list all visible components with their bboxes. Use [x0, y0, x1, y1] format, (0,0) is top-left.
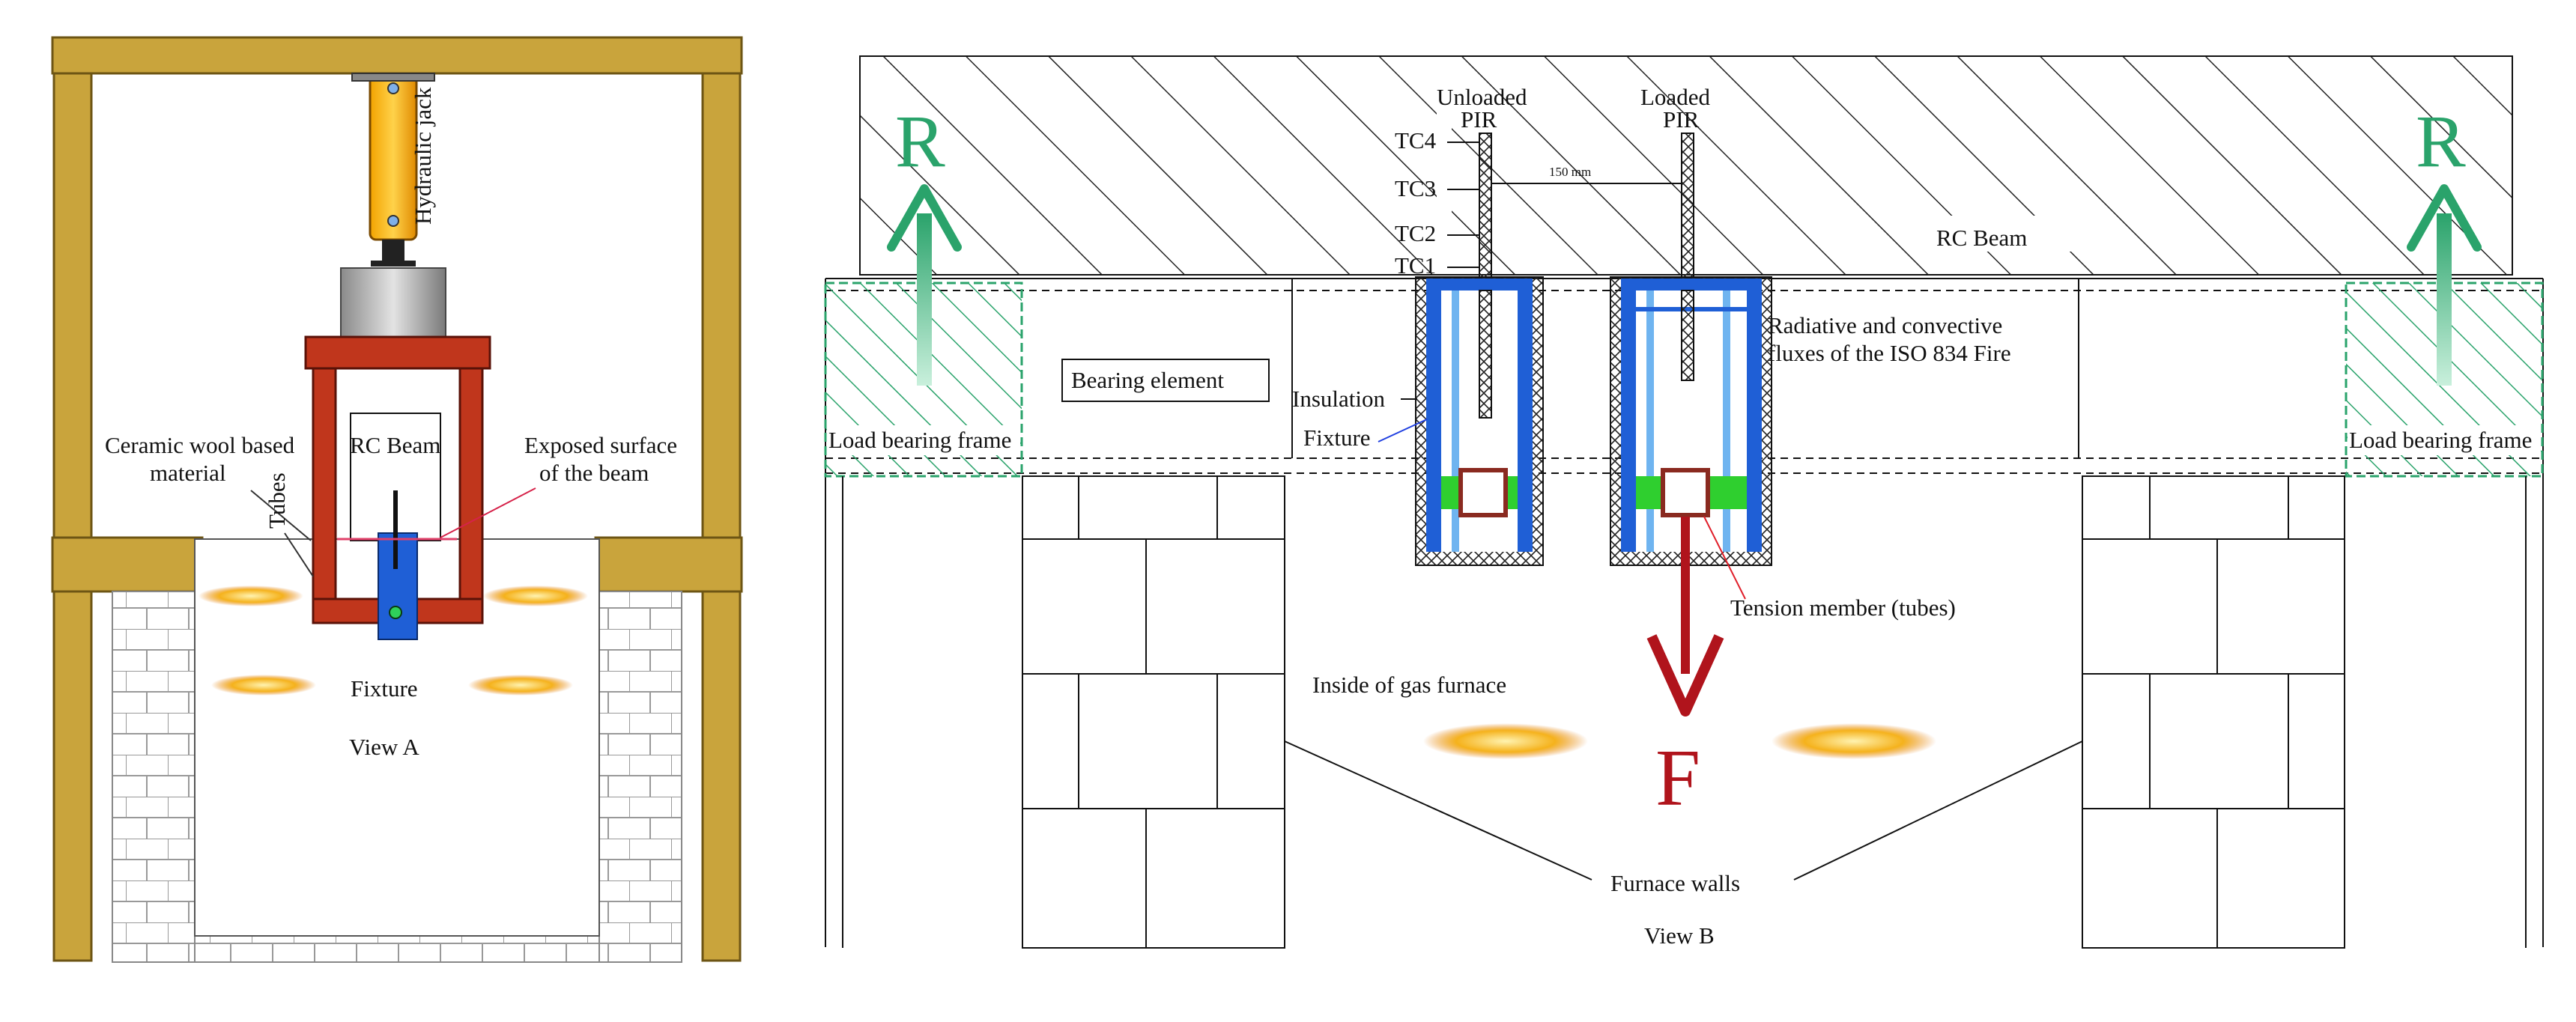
flame-a-4	[468, 675, 573, 696]
flame-b-2	[1772, 723, 1936, 759]
lbf-label-bg-right	[2348, 425, 2541, 455]
jack-top-plate	[351, 73, 435, 82]
furnace-floor-a	[194, 935, 600, 963]
view-b: RC Beam Load bearing frame Load bearing …	[824, 55, 2544, 949]
view-b-caption: View B	[1644, 922, 1715, 949]
tubes-label: Tubes	[264, 472, 290, 529]
loaded-pir-label-line2: PIR	[1663, 106, 1700, 133]
flame-a-1	[198, 585, 303, 606]
tc3-label: TC3	[1395, 175, 1436, 201]
fixture-leader-b	[1378, 419, 1428, 442]
fixture-label-a: Fixture	[351, 675, 418, 702]
loaded-pir-label-line1: Loaded	[1640, 84, 1710, 110]
load-bearing-frame-label-left: Load bearing frame	[828, 427, 1011, 453]
exposed-surface-label-line1: Exposed surface	[524, 432, 677, 458]
reaction-label-left: R	[895, 100, 945, 183]
exposed-surface-label-line2: of the beam	[539, 460, 649, 486]
frame-left-column	[52, 72, 93, 962]
tc-gap-white	[1437, 112, 1452, 270]
furnace-wall-left-b	[1022, 475, 1285, 949]
loaded-fixture	[1610, 276, 1772, 566]
jack-rod	[382, 240, 404, 261]
ceramic-wool-label-line1: Ceramic wool based	[105, 432, 295, 458]
rc-beam-label-a: RC Beam	[350, 432, 440, 458]
frame-top-beam	[51, 36, 743, 75]
furnace-wall-left-a	[112, 591, 196, 963]
fluxes-label-line1: Radiative and convective	[1768, 312, 2002, 338]
furnace-walls-label: Furnace walls	[1610, 870, 1740, 896]
ceramic-wool-leader	[250, 490, 312, 541]
hydraulic-jack-label: Hydraulic jack	[410, 87, 436, 225]
reaction-arrow-shaft-left	[917, 213, 932, 386]
ceramic-wool-label-line2: material	[150, 460, 226, 486]
flame-a-2	[483, 585, 588, 606]
exposed-surface-leader	[440, 487, 536, 538]
bearing-element-label: Bearing element	[1071, 367, 1224, 393]
tension-member-leader	[1703, 516, 1746, 600]
flame-b-1	[1423, 723, 1588, 759]
reaction-arrow-shaft-right	[2437, 213, 2452, 386]
frame-right-ledge	[594, 536, 743, 593]
rc-beam-label-bg	[1925, 216, 2075, 252]
reaction-arrow-head-right	[2407, 184, 2482, 252]
flame-a-3	[211, 675, 316, 696]
tc4-label: TC4	[1395, 127, 1437, 153]
jack-base	[371, 261, 416, 267]
lbf-label-bg-left	[827, 425, 1020, 455]
view-a: Hydraulic jack RC Beam Ceramic wool base…	[51, 36, 743, 963]
frame-left-ledge	[51, 536, 204, 593]
fixture-label-b: Fixture	[1303, 425, 1371, 451]
rc-beam-label-b: RC Beam	[1936, 225, 2027, 251]
reaction-arrow-head-left	[887, 184, 962, 252]
furnace-walls-leader-right	[1793, 740, 2083, 880]
unloaded-pir-label-line2: PIR	[1461, 106, 1497, 133]
bearing-element-box	[1061, 359, 1270, 402]
inside-furnace-label: Inside of gas furnace	[1312, 672, 1506, 698]
tension-member-label: Tension member (tubes)	[1730, 594, 1956, 621]
unloaded-fixture	[1415, 276, 1544, 566]
tubes-leader	[284, 532, 314, 577]
reaction-label-right: R	[2416, 100, 2466, 183]
tc1-label: TC1	[1395, 252, 1436, 279]
load-bearing-frame-label-right: Load bearing frame	[2349, 427, 2532, 453]
force-arrow-head	[1646, 634, 1724, 717]
insulation-label: Insulation	[1292, 386, 1385, 412]
force-label: F	[1655, 734, 1700, 823]
fluxes-label-line2: fluxes of the ISO 834 Fire	[1768, 340, 2011, 366]
unloaded-pir-label-line1: Unloaded	[1437, 84, 1527, 110]
view-a-caption: View A	[349, 734, 419, 760]
spacing-label: 150 mm	[1549, 165, 1591, 179]
jack-pin-top	[387, 82, 399, 94]
fixture-pin-a	[389, 606, 402, 619]
furnace-walls-leader-left	[1284, 740, 1592, 880]
furnace-wall-right-a	[598, 591, 682, 963]
tc2-label: TC2	[1395, 220, 1436, 246]
frame-right-column	[701, 72, 742, 962]
furnace-wall-right-b	[2082, 475, 2345, 949]
jack-pin-bottom	[387, 215, 399, 227]
load-cell	[340, 267, 446, 340]
